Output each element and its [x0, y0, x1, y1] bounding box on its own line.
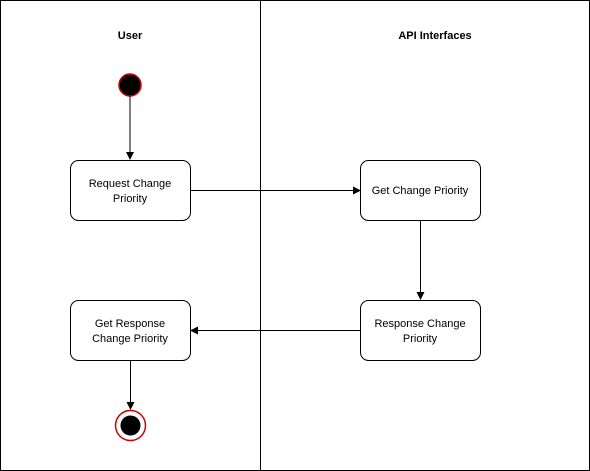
node-get-change-priority: Get Change Priority	[360, 160, 481, 221]
lane-title-user: User	[118, 30, 143, 42]
node-get-response-change-priority: Get Response Change Priority	[70, 300, 191, 361]
edge-get-change-to-response	[416, 220, 425, 300]
svg-text:Priority: Priority	[403, 333, 438, 345]
svg-text:Request Change: Request Change	[89, 178, 172, 190]
end-node	[114, 409, 147, 442]
svg-text:Get Response: Get Response	[95, 318, 165, 330]
svg-text:Response Change: Response Change	[374, 318, 465, 330]
lane-title-api-interfaces: API Interfaces	[398, 30, 471, 42]
edge-response-to-get-response	[190, 326, 361, 335]
start-node	[118, 73, 142, 97]
svg-text:Priority: Priority	[113, 193, 148, 205]
edge-get-response-to-end	[126, 360, 135, 410]
edge-request-to-get-change	[190, 186, 361, 195]
svg-text:Get Change Priority: Get Change Priority	[372, 185, 469, 197]
node-response-change-priority: Response Change Priority	[360, 300, 481, 361]
svg-text:Change Priority: Change Priority	[92, 333, 168, 345]
node-request-change-priority: Request Change Priority	[70, 160, 191, 221]
edge-start-to-request	[126, 96, 134, 160]
